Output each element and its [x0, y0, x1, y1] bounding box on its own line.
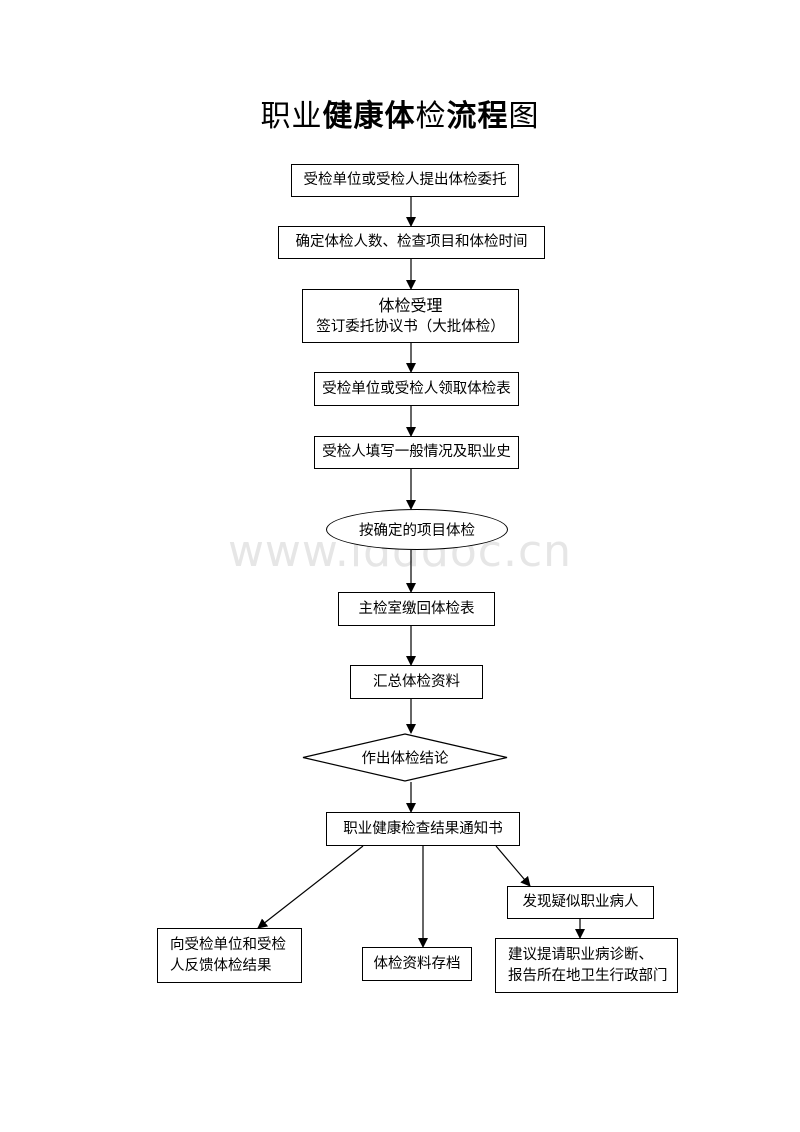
step-suspect: 发现疑似职业病人 [507, 886, 654, 919]
title-part-3: 检 [415, 99, 447, 134]
step-return-form: 主检室缴回体检表 [338, 592, 495, 626]
step-conclusion-label: 作出体检结论 [361, 751, 449, 767]
step-summarize-label: 汇总体检资料 [373, 673, 460, 690]
step-exam-ellipse: 按确定的项目体检 [326, 509, 508, 550]
step-conclusion-diamond: 作出体检结论 [302, 733, 508, 782]
step-request: 受检单位或受检人提出体检委托 [291, 164, 519, 197]
step-summarize: 汇总体检资料 [350, 665, 483, 699]
step-return-form-label: 主检室缴回体检表 [358, 600, 475, 617]
step-collect-form: 受检单位或受检人领取体检表 [314, 372, 519, 406]
step-archive-label: 体检资料存档 [373, 955, 461, 972]
step-suggest: 建议提请职业病诊断、 报告所在地卫生行政部门 [495, 938, 678, 993]
step-fill-form-label: 受检人填写一般情况及职业史 [322, 444, 511, 460]
step-archive: 体检资料存档 [362, 947, 472, 981]
step-notice: 职业健康检查结果通知书 [326, 812, 520, 846]
step-collect-form-label: 受检单位或受检人领取体检表 [322, 380, 511, 397]
diamond-shape [302, 733, 508, 782]
step-confirm-label: 确定体检人数、检查项目和体检时间 [295, 234, 528, 250]
step-feedback: 向受检单位和受检 人反馈体检结果 [157, 928, 302, 983]
step-accept-subtitle: 签订委托协议书（大批体检） [316, 318, 505, 335]
step-suggest-line-2: 报告所在地卫生行政部门 [508, 967, 668, 984]
step-request-label: 受检单位或受检人提出体检委托 [303, 172, 507, 188]
title-part-5: 图 [508, 99, 540, 134]
step-exam-label: 按确定的项目体检 [359, 523, 475, 539]
step-suggest-line-1: 建议提请职业病诊断、 [508, 946, 653, 963]
title-part-4: 流程 [446, 99, 509, 134]
step-feedback-line-2: 人反馈体检结果 [170, 957, 272, 974]
arrow-notice-to-feedback [257, 845, 364, 929]
arrow-notice-to-suspect [495, 845, 531, 887]
step-accept: 体检受理 签订委托协议书（大批体检） [302, 289, 519, 343]
page-title: 职业健康体检流程图 [0, 95, 800, 139]
step-accept-title: 体检受理 [378, 295, 443, 315]
step-suspect-label: 发现疑似职业病人 [522, 894, 639, 910]
step-feedback-line-1: 向受检单位和受检 [170, 936, 286, 953]
step-confirm: 确定体检人数、检查项目和体检时间 [278, 226, 545, 259]
title-part-2: 健康体 [322, 99, 416, 134]
step-fill-form: 受检人填写一般情况及职业史 [314, 436, 519, 469]
title-part-1: 职业 [260, 99, 323, 134]
step-notice-label: 职业健康检查结果通知书 [343, 820, 503, 837]
